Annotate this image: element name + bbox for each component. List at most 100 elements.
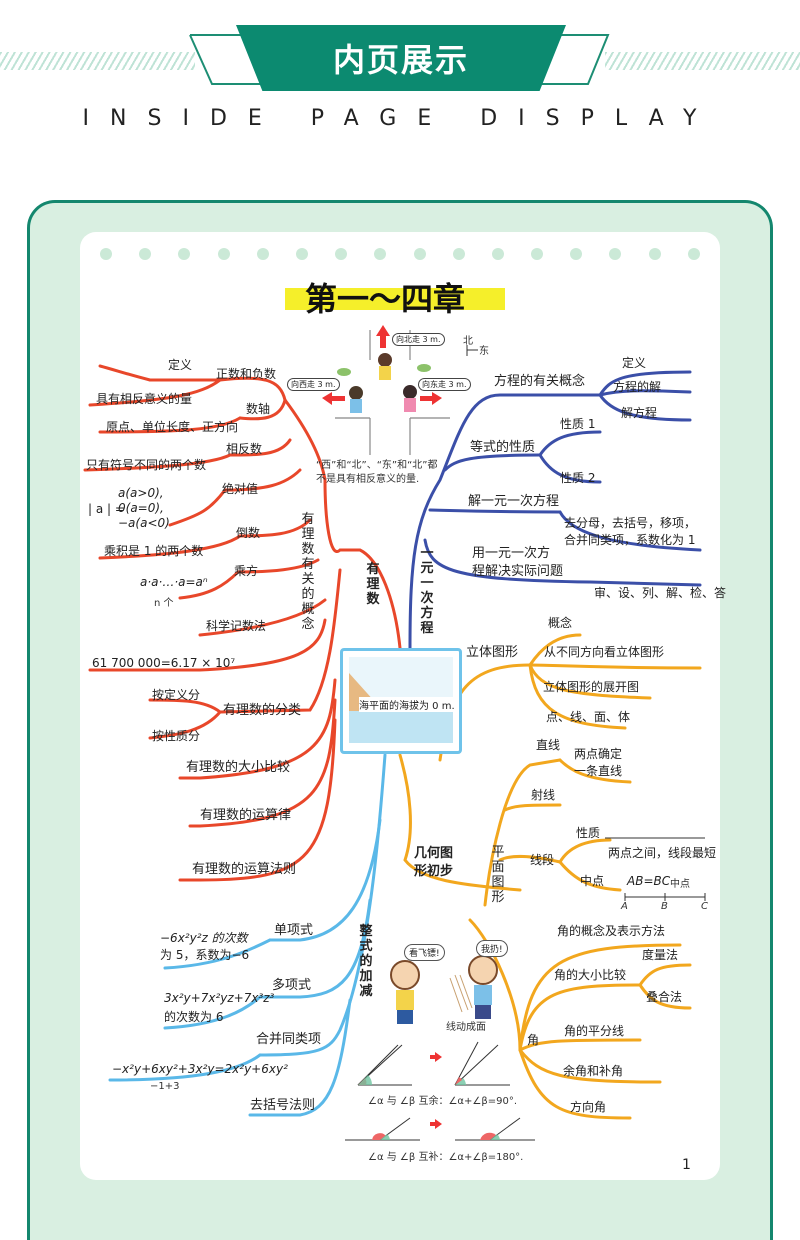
combine-like-terms: 合并同类项: [256, 1032, 322, 1047]
direction-note-1: “西”和“北”、“东”和“北”都: [316, 460, 438, 471]
reciprocal: 倒数: [236, 526, 261, 540]
monomial-example-2: 为 5，系数为−6: [160, 948, 250, 962]
west-label: 向西走 3 m.: [287, 378, 340, 391]
absolute-value: 绝对值: [222, 482, 259, 496]
apply-1: 用一元一次方: [472, 546, 551, 561]
header-banner: 内页展示: [236, 25, 566, 91]
axis-desc: 原点、单位长度、正方向: [106, 420, 239, 434]
header-stripe-left: [0, 52, 195, 70]
power-formula: a·a·…·a=aⁿ: [140, 575, 208, 589]
combine-example: −x²y+6xy²+3x²y=2x²y+6xy²: [112, 1062, 288, 1076]
compass-east: 东: [479, 346, 489, 357]
chapter-highlight: [285, 288, 505, 310]
by-sign: 按性质分: [152, 729, 201, 743]
solve-steps-2: 合并同类项，系数化为 1: [564, 533, 696, 547]
monomial-example-1: −6x²y²z 的次数: [160, 931, 248, 945]
apply-steps: 审、设、列、解、检、答: [594, 586, 727, 600]
equation-concept: 方程的有关概念: [494, 374, 586, 389]
branch-geometry-1: 几何图: [414, 846, 454, 861]
segment-shortest: 两点之间，线段最短: [608, 846, 717, 860]
scientific-notation: 科学记数法: [206, 619, 267, 633]
chapter-title: 第一～四章: [305, 280, 466, 318]
property-1: 性质 1: [560, 417, 596, 431]
complement-equation: ∠α 与 ∠β 互余：∠α+∠β=90°.: [368, 1096, 518, 1107]
header-stripe-right: [605, 52, 800, 70]
header-title: 内页展示: [332, 41, 469, 79]
by-definition: 按定义分: [152, 688, 201, 702]
property-2: 性质 2: [560, 471, 596, 485]
sci-example: 61 700 000=6.17 × 10⁷: [92, 656, 236, 670]
midpoint-tag: 中点: [670, 879, 690, 890]
point-c: C: [701, 901, 708, 912]
compass-north: 北: [463, 336, 473, 347]
solve-linear: 解一元一次方程: [468, 494, 560, 509]
center-caption: 海平面的海拔为 0 m.: [359, 697, 455, 712]
pos-neg: 正数和负数: [216, 367, 277, 381]
branch-polynomial: 整式的加减: [359, 924, 373, 999]
line-prop-1: 两点确定: [574, 747, 623, 761]
operation-laws: 有理数的运算律: [200, 808, 292, 823]
north-label: 向北走 3 m.: [392, 333, 445, 346]
segment: 线段: [530, 853, 555, 867]
center-illustration: 海平面的海拔为 0 m.: [340, 648, 462, 754]
bracket-rules: 去括号法则: [250, 1098, 316, 1113]
solid-views: 从不同方向看立体图形: [544, 645, 665, 659]
branch-equation: 一元一次方程: [420, 546, 434, 636]
point-b: B: [661, 901, 668, 912]
ray: 射线: [531, 788, 556, 802]
complement-supplement: 余角和补角: [563, 1064, 624, 1078]
solid-unfold: 立体图形的展开图: [543, 680, 640, 694]
monomial: 单项式: [274, 923, 314, 938]
opposite-number: 相反数: [226, 442, 263, 456]
overlap-method: 叠合法: [646, 990, 683, 1004]
apply-2: 程解决实际问题: [472, 564, 564, 579]
branch-geometry-2: 形初步: [414, 864, 454, 879]
point-a: A: [621, 901, 628, 912]
branch-rational: 有理数: [366, 562, 380, 607]
line: 直线: [536, 738, 561, 752]
solid-concept: 概念: [548, 616, 573, 630]
segment-property: 性质: [576, 826, 601, 840]
direction-angle: 方向角: [570, 1100, 607, 1114]
plane-figures: 平面图形: [491, 845, 505, 905]
direction-note-2: 不是具有相反意义的量.: [316, 474, 420, 485]
combine-coefficient: −1+3: [150, 1081, 180, 1092]
page-number: 1: [682, 1157, 691, 1173]
point-line-face-body: 点、线、面、体: [546, 710, 631, 724]
midpoint-equation: AB=BC: [627, 874, 671, 888]
bubble-throw: 我扔!: [476, 940, 508, 957]
opposite-meaning: 具有相反意义的量: [96, 392, 193, 406]
abs-case-1: a(a>0),: [118, 486, 164, 500]
classification: 有理数的分类: [223, 703, 302, 718]
solid-figures: 立体图形: [466, 645, 519, 660]
opposite-desc: 只有符号不同的两个数: [86, 458, 207, 472]
power: 乘方: [234, 564, 259, 578]
solve-steps-1: 去分母，去括号，移项，: [564, 516, 697, 530]
binder-holes: [100, 248, 700, 262]
equation-definition: 定义: [622, 356, 647, 370]
bubble-watch: 看飞镖!: [404, 944, 445, 961]
polynomial-example-1: 3x²y+7x²yz+7x³z³: [164, 991, 275, 1005]
polynomial: 多项式: [272, 978, 312, 993]
angle-compare: 角的大小比较: [554, 968, 627, 982]
operation-rules: 有理数的运算法则: [192, 862, 297, 877]
solve-equation: 解方程: [621, 406, 658, 420]
angle-concept: 角的概念及表示方法: [557, 924, 666, 938]
pos-neg-definition: 定义: [168, 358, 193, 372]
line-prop-2: 一条直线: [574, 764, 623, 778]
abs-formula-left: | a | =: [88, 502, 125, 516]
reciprocal-desc: 乘积是 1 的两个数: [104, 544, 204, 558]
number-axis: 数轴: [246, 402, 271, 416]
equation-solution: 方程的解: [613, 380, 662, 394]
header-subtitle: INSIDE PAGE DISPLAY: [82, 106, 718, 131]
midpoint: 中点: [580, 874, 605, 888]
line-motion-caption: 线动成面: [446, 1022, 486, 1033]
abs-case-3: −a(a<0): [118, 516, 170, 530]
abs-case-2: 0(a=0),: [118, 501, 164, 515]
comparison: 有理数的大小比较: [186, 760, 291, 775]
east-label: 向东走 3 m.: [418, 378, 471, 391]
angle-bisector: 角的平分线: [564, 1024, 625, 1038]
measure-method: 度量法: [642, 948, 679, 962]
polynomial-example-2: 的次数为 6: [164, 1010, 224, 1024]
